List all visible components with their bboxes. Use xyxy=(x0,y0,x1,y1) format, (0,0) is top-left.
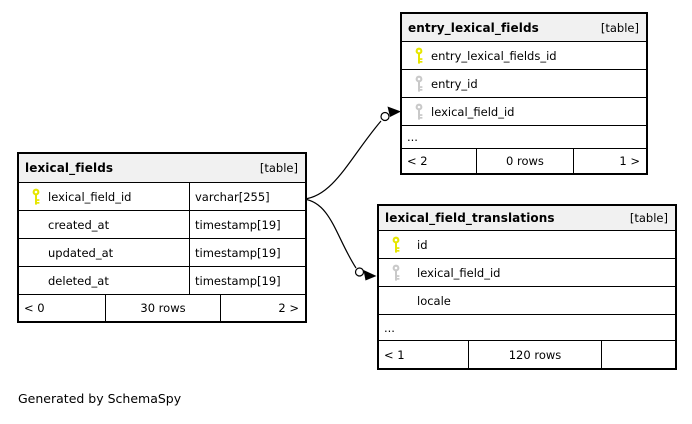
column-name: entry_id xyxy=(431,76,478,91)
column-row: entry_id xyxy=(402,70,646,98)
primary-key-icon xyxy=(391,236,401,253)
column-type: timestamp[19] xyxy=(189,239,305,266)
primary-key-icon xyxy=(31,188,41,205)
primary-key-icon xyxy=(414,47,424,64)
column-row: updated_at timestamp[19] xyxy=(19,239,305,267)
foreign-key-icon xyxy=(414,75,424,92)
column-type: timestamp[19] xyxy=(189,267,305,294)
relationship-curve xyxy=(303,120,382,200)
table-footer: < 2 0 rows 1 > xyxy=(402,149,646,173)
ellipsis-text: ... xyxy=(407,130,418,144)
row-count: 0 rows xyxy=(476,149,573,173)
relationship-arrowhead-icon xyxy=(363,270,377,281)
column-name: id xyxy=(417,237,428,252)
parents-count: < 1 xyxy=(384,347,405,362)
ellipsis-row: ... xyxy=(402,126,646,149)
column-name: created_at xyxy=(48,217,110,232)
column-row: created_at timestamp[19] xyxy=(19,211,305,239)
column-row: lexical_field_id varchar[255] xyxy=(19,183,305,211)
table-header: lexical_field_translations [table] xyxy=(379,206,675,231)
relationship-circle-marker xyxy=(354,267,365,277)
column-name: lexical_field_id xyxy=(48,189,132,204)
children-count: 2 > xyxy=(220,295,305,321)
relationship-lexical-fields-to-entry-lexical-fields xyxy=(303,106,401,200)
parents-count: < 0 xyxy=(24,301,45,315)
table-node-lexical-fields[interactable]: lexical_fields [table] lexical_field_id … xyxy=(17,152,307,323)
table-kind-label: [table] xyxy=(600,20,639,35)
children-count: 1 > xyxy=(573,149,646,173)
column-row: locale xyxy=(379,287,675,315)
row-count: 30 rows xyxy=(105,295,220,321)
column-name: deleted_at xyxy=(48,273,109,288)
foreign-key-icon xyxy=(414,103,424,120)
table-header: lexical_fields [table] xyxy=(19,154,305,183)
column-name: updated_at xyxy=(48,245,114,260)
column-row: entry_lexical_fields_id xyxy=(402,42,646,70)
relationship-curve xyxy=(303,198,357,269)
column-type: varchar[255] xyxy=(189,183,305,210)
row-count: 120 rows xyxy=(468,341,601,368)
parents-count: < 2 xyxy=(407,154,428,168)
ellipsis-row: ... xyxy=(379,315,675,341)
table-kind-label: [table] xyxy=(629,211,668,225)
column-row: deleted_at timestamp[19] xyxy=(19,267,305,295)
column-name: entry_lexical_fields_id xyxy=(431,48,557,63)
table-kind-label: [table] xyxy=(259,161,298,175)
relationship-lexical-fields-to-lexical-field-translations xyxy=(303,198,377,281)
table-node-lexical-field-translations[interactable]: lexical_field_translations [table] id le… xyxy=(377,204,677,370)
table-footer: < 0 30 rows 2 > xyxy=(19,295,305,321)
generator-note: Generated by SchemaSpy xyxy=(18,391,182,406)
table-footer: < 1 120 rows xyxy=(379,341,675,368)
table-node-entry-lexical-fields[interactable]: entry_lexical_fields [table] entry_lexic… xyxy=(400,12,648,175)
ellipsis-text: ... xyxy=(384,320,395,335)
table-name: entry_lexical_fields xyxy=(408,20,539,35)
column-row: lexical_field_id xyxy=(379,259,675,287)
column-name: locale xyxy=(417,293,451,308)
foreign-key-icon xyxy=(391,264,401,281)
table-header: entry_lexical_fields [table] xyxy=(402,14,646,42)
relationship-circle-marker xyxy=(380,111,390,122)
column-row: id xyxy=(379,231,675,259)
column-type: timestamp[19] xyxy=(189,211,305,238)
column-name: lexical_field_id xyxy=(417,265,501,280)
column-row: lexical_field_id xyxy=(402,98,646,126)
children-count xyxy=(601,341,675,368)
relationship-arrowhead-icon xyxy=(387,106,401,117)
table-name: lexical_fields xyxy=(25,161,114,175)
column-name: lexical_field_id xyxy=(431,104,515,119)
table-name: lexical_field_translations xyxy=(385,211,555,225)
